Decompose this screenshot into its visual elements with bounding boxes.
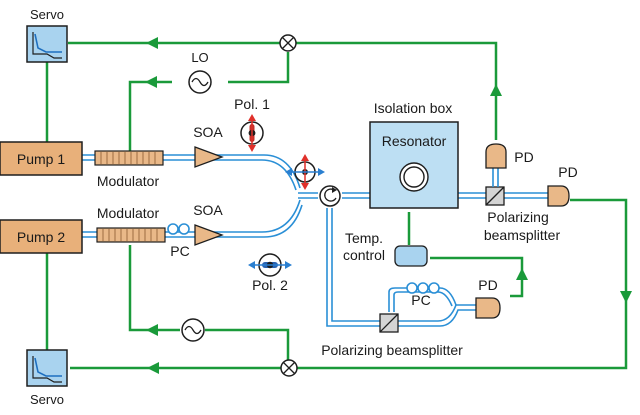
modulator-2-label: Modulator: [97, 205, 160, 221]
circulator: [319, 185, 341, 207]
mixer-to-lo-line: [228, 52, 290, 84]
pump-2-label: Pump 2: [17, 229, 65, 245]
pbs-bottom: Polarizing beamsplitter: [321, 313, 463, 358]
pc-left-label: PC: [170, 243, 189, 259]
arrowhead-bottom-osc-left: [146, 324, 158, 336]
pd-right: PD: [547, 164, 578, 207]
electrical-arrowheads: [145, 37, 632, 374]
modulator-1-label: Modulator: [97, 173, 160, 189]
lo-oscillator: LO: [188, 50, 212, 94]
mixer-bottom: [280, 359, 298, 377]
pol-2-indicator: Pol. 2: [248, 253, 292, 293]
soa-1-label: SOA: [193, 124, 223, 140]
temp-label-line2: control: [343, 247, 385, 263]
arrowhead-temp-up: [516, 268, 528, 280]
pd-upper: PD: [485, 143, 534, 169]
pbs-right-label-line2: beamsplitter: [484, 227, 561, 243]
servo-top-label: Servo: [30, 7, 64, 22]
resonator-label: Resonator: [382, 133, 447, 149]
bottom-mixer-to-pd-line: [297, 198, 628, 370]
arrowhead-pd-up: [490, 84, 502, 96]
soa-2: SOA: [193, 202, 224, 246]
bottom-osc-to-mixer-line: [205, 328, 290, 360]
servo-bottom: Servo: [26, 349, 68, 407]
arrowhead-bottom-left: [147, 362, 159, 374]
pd-bottom: PD: [475, 277, 501, 319]
pump-2: Pump 2: [0, 219, 83, 254]
isolation-box: Isolation box Resonator: [369, 100, 459, 209]
pbs-right-label-line1: Polarizing: [487, 209, 548, 225]
lo-to-modulator-line: [128, 80, 172, 152]
modulator-1: Modulator: [94, 150, 164, 189]
pump-1-label: Pump 1: [17, 151, 65, 167]
lo-label: LO: [191, 50, 208, 65]
arrowhead-right-down: [620, 291, 632, 303]
pd-right-label: PD: [558, 164, 577, 180]
pd-bottom-label: PD: [478, 277, 497, 293]
modulator-2: Modulator: [96, 205, 166, 243]
temp-label-line1: Temp.: [345, 230, 383, 246]
pd-to-temp-line: [430, 256, 524, 298]
isolation-box-label: Isolation box: [374, 100, 453, 116]
combined-pol-indicator: [285, 154, 325, 190]
pump-1: Pump 1: [0, 141, 83, 176]
pbs-right: Polarizing beamsplitter: [484, 168, 561, 243]
bottom-osc-to-modulator-line: [128, 245, 180, 332]
bottom-oscillator: [181, 318, 205, 342]
servo-top: Servo: [26, 7, 68, 63]
fiber-lines: [82, 154, 548, 327]
pc-bottom-label: PC: [411, 292, 430, 308]
pol-1-indicator: Pol. 1: [234, 96, 270, 152]
soa-2-label: SOA: [193, 202, 223, 218]
servo-bottom-label: Servo: [30, 392, 64, 407]
temp-control: Temp. control: [343, 230, 428, 267]
soa-1: SOA: [193, 124, 224, 168]
pol-2-label: Pol. 2: [252, 277, 288, 293]
pc-left: PC: [167, 223, 190, 259]
mixer-top: [279, 34, 297, 52]
arrowhead-top-left: [146, 37, 158, 49]
pd-upper-label: PD: [514, 149, 533, 165]
pc-bottom: PC: [406, 282, 440, 308]
electrical-lines: [45, 41, 628, 370]
pol-1-label: Pol. 1: [234, 96, 270, 112]
pbs-bottom-label: Polarizing beamsplitter: [321, 342, 463, 358]
top-mixer-to-pd-line: [296, 41, 498, 140]
arrowhead-lo-left: [145, 76, 157, 88]
